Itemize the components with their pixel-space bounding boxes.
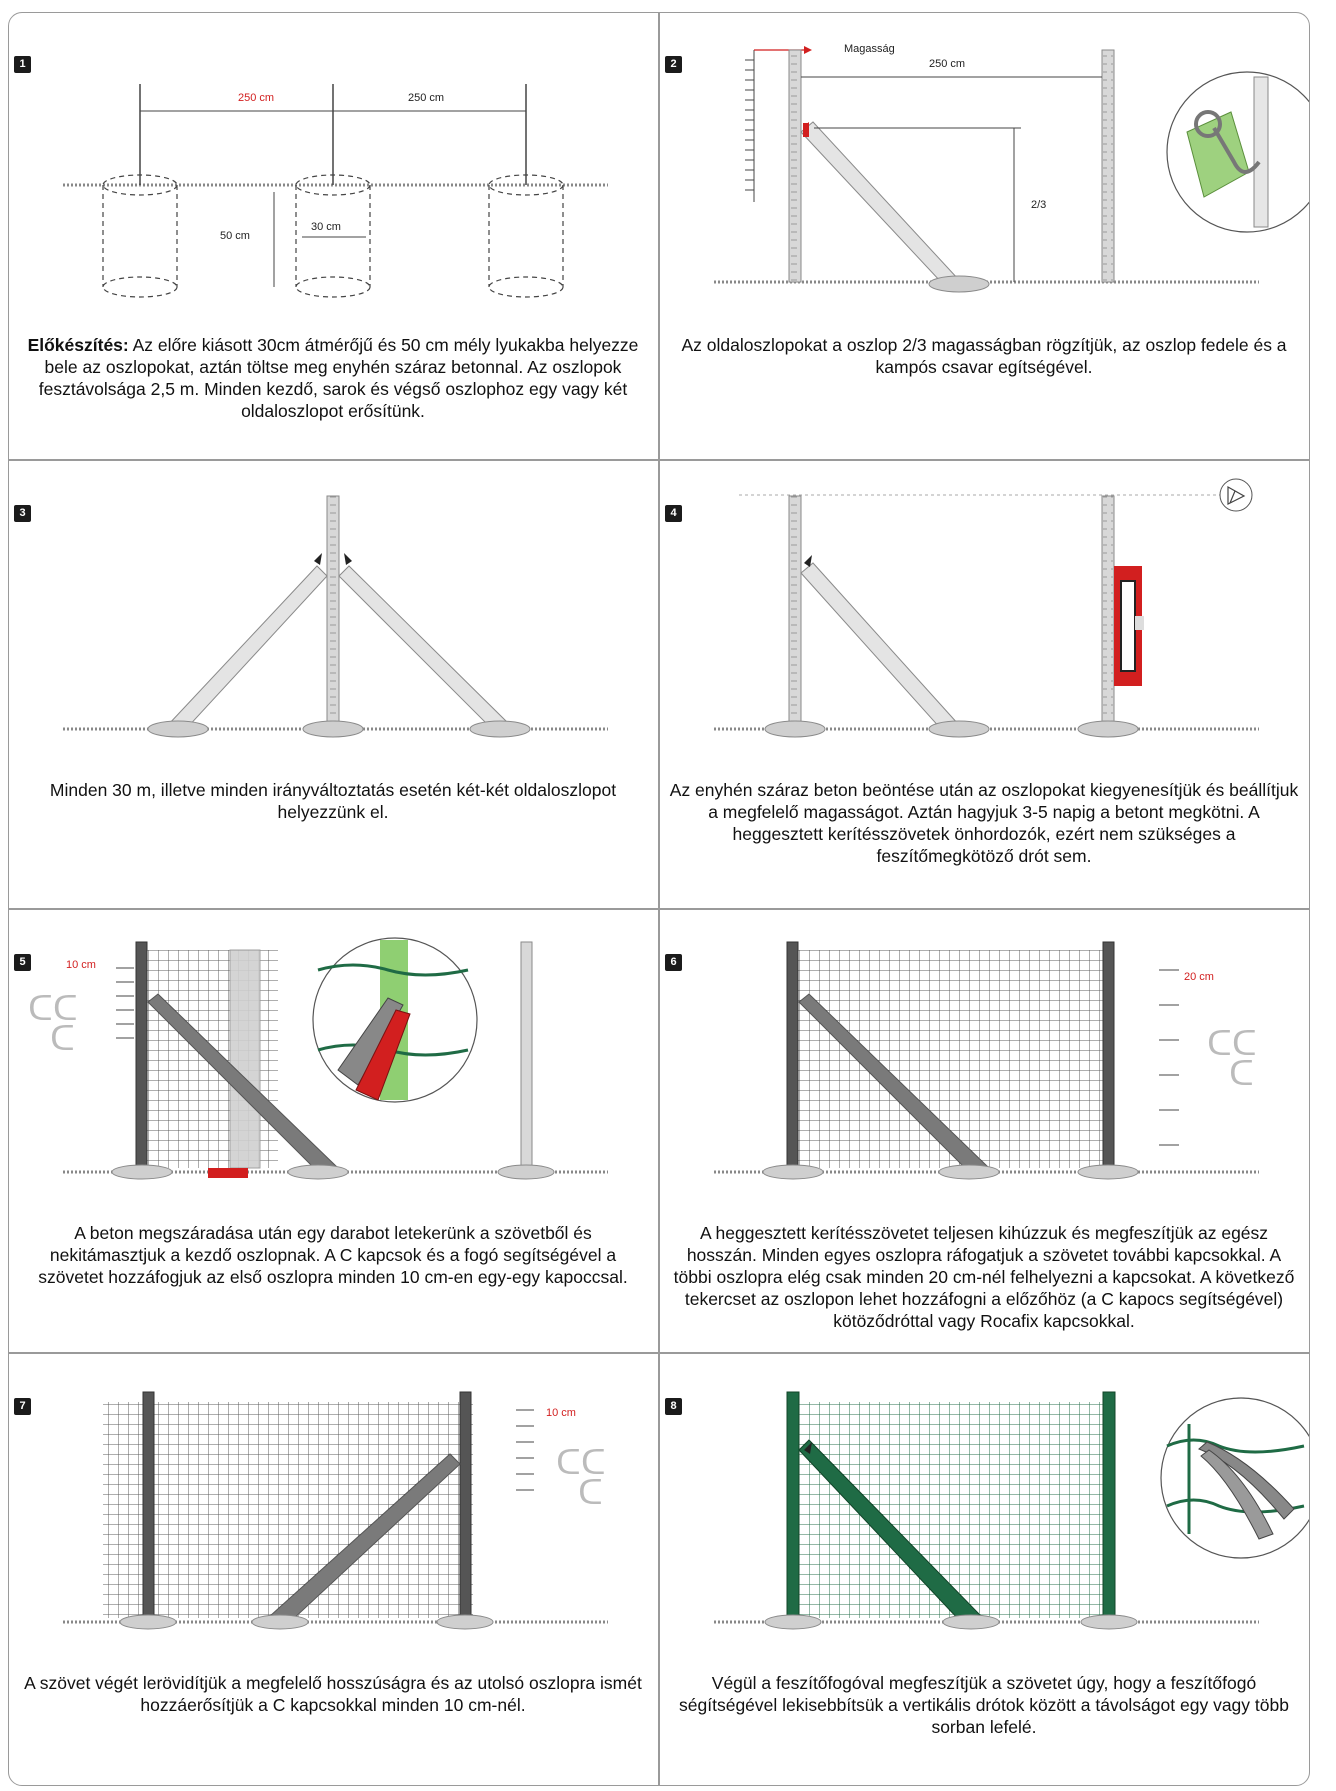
height-label: Magasság [844,43,895,55]
step-number: 8 [665,1398,682,1415]
step-4-caption: Az enyhén száraz beton beöntése után az … [669,780,1299,866]
tension-pliers-inset [1160,1397,1309,1559]
fraction-label: 2/3 [1031,199,1046,211]
step-number: 4 [665,505,682,522]
column-divider [658,12,660,1786]
c-clips-icon: ᑕᑕ [28,989,78,1029]
step-7-panel: 7 10 cm ᑕᑕ ᑕ A szövet végét lerövidítjük… [8,1354,658,1784]
step-6-panel: 6 20 cm ᑕᑕ ᑕ A heggesztett kerítésszövet… [659,910,1309,1352]
diameter-label: 30 cm [311,221,341,233]
step-number: 5 [14,954,31,971]
caption-bold: Előkészítés: [27,335,129,355]
step-5-caption: A beton megszáradása után egy darabot le… [38,1223,628,1287]
span-label: 250 cm [929,58,965,70]
row-divider-3 [8,1352,1310,1354]
final-tension-diagram [714,1391,1309,1630]
span-label-2: 250 cm [408,92,444,104]
leveling-diagram [714,478,1259,738]
step-7-caption: A szövet végét lerövidítjük a megfelelő … [24,1673,642,1715]
svg-text:ᑕ: ᑕ [1229,1054,1254,1094]
step-2-caption: Az oldaloszlopokat a oszlop 2/3 magasság… [681,335,1287,377]
double-brace-diagram [63,495,608,738]
depth-label: 50 cm [220,230,250,242]
mesh-attach-diagram: 10 cm ᑕᑕ ᑕ [28,937,608,1180]
step-1-caption: Előkészítés: Az előre kiásott 30cm átmér… [18,334,648,422]
c-clips-icon: ᑕᑕ [556,1443,606,1483]
spacing-label: 10 cm [546,1407,576,1419]
spirit-level-icon [1114,566,1144,686]
spacing-label: 20 cm [1184,971,1214,983]
step-1-panel: 1 250 cm 250 cm 50 cm 30 cm Előkészítés:… [8,12,658,459]
step-number: 6 [665,954,682,971]
spacing-label: 10 cm [66,959,96,971]
svg-text:ᑕ: ᑕ [578,1473,603,1513]
step-5-panel: 5 10 cm ᑕᑕ ᑕ A beton megszáradása után e… [8,910,658,1352]
pliers-detail-inset [312,937,478,1103]
step-number: 2 [665,56,682,73]
row-divider-1 [8,459,1310,461]
span-label-1: 250 cm [238,92,274,104]
step-3-caption: Minden 30 m, illetve minden irányváltozt… [49,780,617,822]
svg-text:ᑕ: ᑕ [50,1019,75,1059]
step-3-panel: 3 Minden 30 m, illetve minden irányválto… [8,461,658,908]
step-4-panel: 4 Az enyhén száraz beton beöntése után a… [659,461,1309,908]
step-number: 3 [14,505,31,522]
caption-text: Az előre kiásott 30cm átmérőjű és 50 cm … [38,335,639,421]
post-hole-diagram: 250 cm 250 cm 50 cm 30 cm [63,84,608,298]
step-number: 1 [14,56,31,73]
side-post-diagram: Magasság 250 cm 2/3 [714,43,1309,293]
step-8-caption: Végül a feszítőfogóval megfeszítjük a sz… [679,1673,1289,1737]
step-number: 7 [14,1398,31,1415]
step-6-caption: A heggesztett kerítésszövetet teljesen k… [673,1223,1295,1331]
step-8-panel: 8 Végül a feszítőfogóval megfeszítjük a … [659,1354,1309,1784]
step-2-panel: 2 Magasság 250 cm 2/3 [659,12,1309,459]
mesh-end-diagram: 10 cm ᑕᑕ ᑕ [63,1391,608,1630]
row-divider-2 [8,908,1310,910]
c-clips-icon: ᑕᑕ [1207,1024,1257,1064]
hook-detail-inset [1166,71,1309,233]
level-tool-icon [1227,485,1246,505]
mesh-tension-diagram: 20 cm ᑕᑕ ᑕ [714,941,1259,1180]
